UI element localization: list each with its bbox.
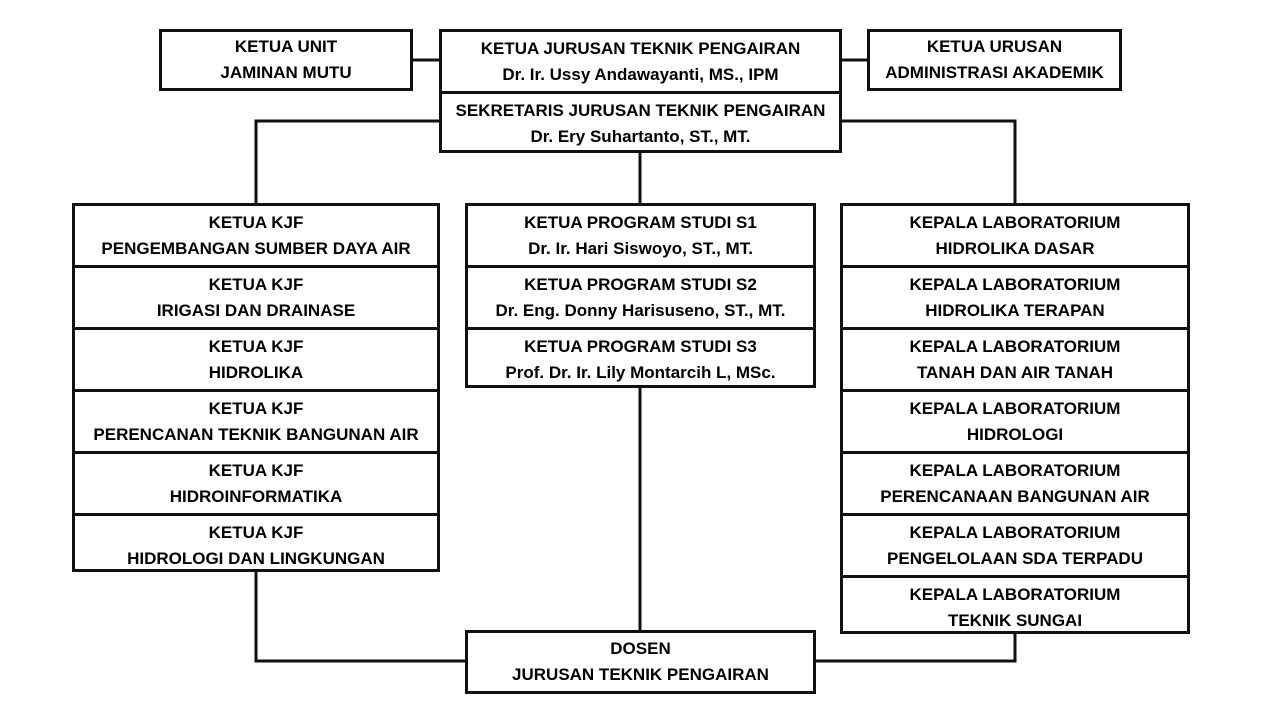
kjf-item-name: PENGEMBANGAN SUMBER DAYA AIR <box>101 238 411 258</box>
laboratorium-name: HIDROLIKA TERAPAN <box>925 300 1105 320</box>
laboratorium-item: KEPALA LABORATORIUM PENGELOLAAN SDA TERP… <box>843 513 1187 575</box>
laboratorium-title: KEPALA LABORATORIUM <box>909 460 1121 480</box>
kjf-item-title: KETUA KJF <box>208 398 304 418</box>
laboratorium-item: KEPALA LABORATORIUM PERENCANAAN BANGUNAN… <box>843 451 1187 513</box>
kjf-item-title: KETUA KJF <box>208 274 304 294</box>
program-studi-name: Prof. Dr. Ir. Lily Montarcih L, MSc. <box>505 362 776 382</box>
urusan-administrasi-title: KETUA URUSAN <box>926 37 1063 56</box>
unit-jaminan-mutu-name: JAMINAN MUTU <box>220 63 352 82</box>
kjf-item-title: KETUA KJF <box>208 460 304 480</box>
laboratorium-name: TANAH DAN AIR TANAH <box>916 362 1114 382</box>
program-studi-item: KETUA PROGRAM STUDI S3 Prof. Dr. Ir. Lil… <box>468 327 813 389</box>
program-studi-name: Dr. Eng. Donny Harisuseno, ST., MT. <box>495 300 786 320</box>
laboratorium-name: PERENCANAAN BANGUNAN AIR <box>880 486 1150 506</box>
laboratorium-item: KEPALA LABORATORIUM HIDROLOGI <box>843 389 1187 451</box>
laboratorium-name: PENGELOLAAN SDA TERPADU <box>887 548 1143 568</box>
connector-kjf-to-dosen <box>254 570 467 663</box>
laboratorium-title: KEPALA LABORATORIUM <box>909 584 1121 604</box>
laboratorium-name: TEKNIK SUNGAI <box>947 610 1083 630</box>
laboratorium-stack: KEPALA LABORATORIUM HIDROLIKA DASAR KEPA… <box>840 203 1190 634</box>
laboratorium-title: KEPALA LABORATORIUM <box>909 336 1121 356</box>
connector-to-kjf <box>254 119 440 204</box>
sekretaris-jurusan-box: SEKRETARIS JURUSAN TEKNIK PENGAIRAN Dr. … <box>442 91 839 153</box>
kjf-stack: KETUA KJF PENGEMBANGAN SUMBER DAYA AIR K… <box>72 203 440 572</box>
program-studi-name: Dr. Ir. Hari Siswoyo, ST., MT. <box>528 238 753 258</box>
kjf-item: KETUA KJF HIDROLIKA <box>75 327 437 389</box>
program-studi-item: KETUA PROGRAM STUDI S1 Dr. Ir. Hari Sisw… <box>468 206 813 265</box>
kjf-item-name: HIDROLOGI DAN LINGKUNGAN <box>127 548 385 568</box>
laboratorium-title: KEPALA LABORATORIUM <box>909 398 1121 418</box>
kjf-item-name: PERENCANAN TEKNIK BANGUNAN AIR <box>93 424 419 444</box>
program-studi-stack: KETUA PROGRAM STUDI S1 Dr. Ir. Hari Sisw… <box>465 203 816 388</box>
kjf-item: KETUA KJF HIDROINFORMATIKA <box>75 451 437 513</box>
kjf-item-name: IRIGASI DAN DRAINASE <box>156 300 356 320</box>
connector-laboratorium-to-dosen <box>814 632 1017 663</box>
kjf-item-title: KETUA KJF <box>208 522 304 542</box>
program-studi-title: KETUA PROGRAM STUDI S2 <box>524 274 757 294</box>
unit-jaminan-mutu-title: KETUA UNIT <box>234 37 338 56</box>
laboratorium-title: KEPALA LABORATORIUM <box>909 212 1121 232</box>
laboratorium-item: KEPALA LABORATORIUM TEKNIK SUNGAI <box>843 575 1187 637</box>
dosen-name: JURUSAN TEKNIK PENGAIRAN <box>512 665 769 684</box>
laboratorium-item: KEPALA LABORATORIUM HIDROLIKA DASAR <box>843 206 1187 265</box>
kjf-item: KETUA KJF PERENCANAN TEKNIK BANGUNAN AIR <box>75 389 437 451</box>
program-studi-item: KETUA PROGRAM STUDI S2 Dr. Eng. Donny Ha… <box>468 265 813 327</box>
kjf-item-title: KETUA KJF <box>208 336 304 356</box>
laboratorium-item: KEPALA LABORATORIUM TANAH DAN AIR TANAH <box>843 327 1187 389</box>
kjf-item-name: HIDROLIKA <box>208 362 304 382</box>
ketua-jurusan-title: KETUA JURUSAN TEKNIK PENGAIRAN <box>480 38 801 58</box>
kjf-item-title: KETUA KJF <box>208 212 304 232</box>
sekretaris-jurusan-name: Dr. Ery Suhartanto, ST., MT. <box>530 126 751 146</box>
program-studi-title: KETUA PROGRAM STUDI S3 <box>524 336 757 356</box>
kjf-item: KETUA KJF HIDROLOGI DAN LINGKUNGAN <box>75 513 437 575</box>
ketua-jurusan-box: KETUA JURUSAN TEKNIK PENGAIRAN Dr. Ir. U… <box>442 32 839 91</box>
urusan-administrasi-name: ADMINISTRASI AKADEMIK <box>885 63 1104 82</box>
urusan-administrasi-box: KETUA URUSAN ADMINISTRASI AKADEMIK <box>867 29 1122 91</box>
program-studi-title: KETUA PROGRAM STUDI S1 <box>524 212 757 232</box>
dosen-title: DOSEN <box>610 639 671 658</box>
sekretaris-jurusan-title: SEKRETARIS JURUSAN TEKNIK PENGAIRAN <box>455 100 826 120</box>
kjf-item-name: HIDROINFORMATIKA <box>169 486 343 506</box>
unit-jaminan-mutu-box: KETUA UNIT JAMINAN MUTU <box>159 29 413 91</box>
laboratorium-name: HIDROLIKA DASAR <box>935 238 1095 258</box>
dosen-box: DOSEN JURUSAN TEKNIK PENGAIRAN <box>465 630 816 694</box>
kjf-item: KETUA KJF PENGEMBANGAN SUMBER DAYA AIR <box>75 206 437 265</box>
connector-to-laboratorium <box>840 119 1017 204</box>
pimpinan-jurusan-stack: KETUA JURUSAN TEKNIK PENGAIRAN Dr. Ir. U… <box>439 29 842 153</box>
laboratorium-title: KEPALA LABORATORIUM <box>909 522 1121 542</box>
ketua-jurusan-name: Dr. Ir. Ussy Andawayanti, MS., IPM <box>502 64 779 84</box>
laboratorium-name: HIDROLOGI <box>966 424 1064 444</box>
laboratorium-title: KEPALA LABORATORIUM <box>909 274 1121 294</box>
laboratorium-item: KEPALA LABORATORIUM HIDROLIKA TERAPAN <box>843 265 1187 327</box>
kjf-item: KETUA KJF IRIGASI DAN DRAINASE <box>75 265 437 327</box>
